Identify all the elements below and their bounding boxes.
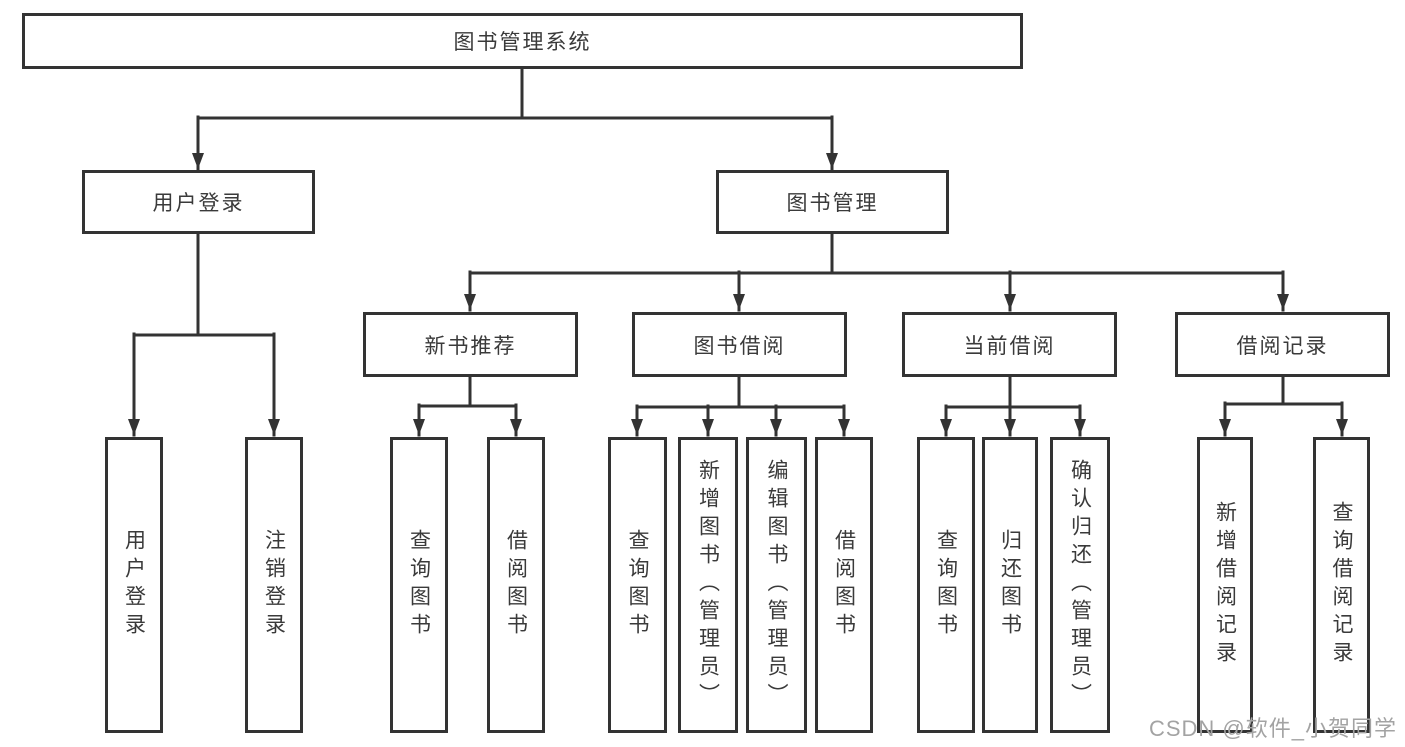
node-borrow-borrow-books: 借阅图书 (815, 437, 873, 733)
node-new-book-recommend: 新书推荐 (363, 312, 578, 377)
watermark: CSDN @软件_小贺同学 (1148, 716, 1397, 741)
connector-user-login-leaves (128, 232, 280, 437)
node-root: 图书管理系统 (22, 13, 1023, 69)
node-newrec-borrow-books: 借阅图书 (487, 437, 545, 733)
node-leaf-user-login: 用户登录 (105, 437, 163, 733)
node-new-book-recommend-label: 新书推荐 (424, 334, 517, 358)
node-newrec-query-books: 查询图书 (390, 437, 448, 733)
node-current-query-books: 查询图书 (917, 437, 975, 733)
node-user-login-label: 用户登录 (152, 192, 245, 215)
connector-book-borrow-leaves (631, 375, 850, 437)
node-add-book-admin-label: 新增图书（管理员） (696, 459, 720, 711)
node-add-borrow-record: 新增借阅记录 (1197, 437, 1253, 733)
node-add-borrow-record-label: 新增借阅记录 (1213, 501, 1237, 669)
node-book-management-label: 图书管理 (786, 192, 879, 215)
node-current-query-books-label: 查询图书 (934, 529, 958, 641)
node-current-borrow-label: 当前借阅 (963, 334, 1056, 358)
node-borrow-query-books-label: 查询图书 (626, 529, 650, 641)
node-book-borrow: 图书借阅 (632, 312, 847, 377)
node-confirm-return-admin: 确认归还（管理员） (1050, 437, 1110, 733)
node-newrec-query-books-label: 查询图书 (407, 529, 431, 641)
node-current-borrow: 当前借阅 (902, 312, 1117, 377)
connector-book-management-groups (464, 232, 1289, 312)
node-add-book-admin: 新增图书（管理员） (678, 437, 738, 733)
node-borrow-records-label: 借阅记录 (1236, 334, 1329, 358)
connector-current-borrow-leaves (940, 375, 1086, 437)
node-borrow-records: 借阅记录 (1175, 312, 1390, 377)
connector-borrow-records-leaves (1219, 375, 1348, 437)
node-borrow-query-books: 查询图书 (608, 437, 667, 733)
connector-new-book-leaves (413, 375, 522, 437)
node-leaf-user-login-label: 用户登录 (122, 529, 146, 641)
node-confirm-return-admin-label: 确认归还（管理员） (1068, 459, 1092, 711)
node-query-borrow-record-label: 查询借阅记录 (1330, 501, 1354, 669)
connector-root-to-level2 (192, 64, 838, 171)
node-return-book-label: 归还图书 (998, 529, 1022, 641)
node-user-login: 用户登录 (82, 170, 315, 234)
node-leaf-logout-label: 注销登录 (262, 529, 286, 641)
node-borrow-borrow-books-label: 借阅图书 (832, 529, 856, 641)
node-newrec-borrow-books-label: 借阅图书 (504, 529, 528, 641)
node-edit-book-admin: 编辑图书（管理员） (746, 437, 807, 733)
node-query-borrow-record: 查询借阅记录 (1313, 437, 1370, 733)
node-return-book: 归还图书 (982, 437, 1038, 733)
node-edit-book-admin-label: 编辑图书（管理员） (765, 459, 789, 711)
node-book-borrow-label: 图书借阅 (693, 334, 786, 358)
node-book-management: 图书管理 (716, 170, 949, 234)
node-leaf-logout: 注销登录 (245, 437, 303, 733)
node-root-label: 图书管理系统 (453, 31, 592, 54)
